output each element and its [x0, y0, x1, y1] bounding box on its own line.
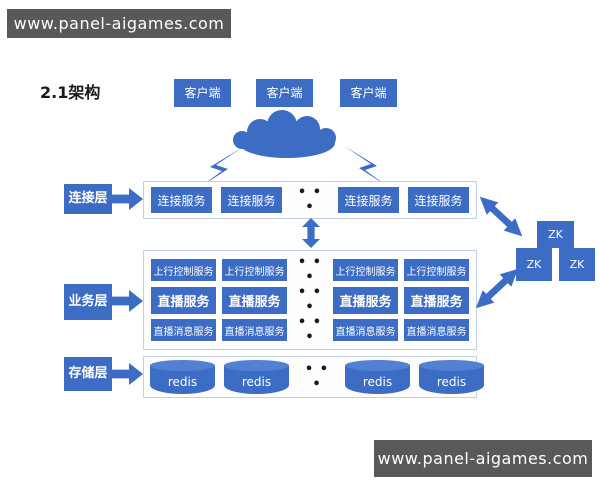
storage-layer-container: redis redis • • • redis redis	[143, 356, 484, 398]
client-box: 客户端	[340, 79, 397, 107]
redis-cylinder: redis	[224, 360, 289, 394]
cylinder-top-icon	[345, 360, 410, 371]
live-message-service-box: 直播消息服务	[151, 319, 216, 341]
zk-node-box: ZK	[559, 248, 595, 281]
ellipsis-dots: • • •	[304, 362, 330, 392]
watermark-top: www.panel-aigames.com	[7, 9, 231, 38]
live-service-box: 直播服务	[333, 286, 398, 314]
cylinder-top-icon	[224, 360, 289, 371]
zk-node-box: ZK	[537, 221, 574, 248]
redis-cylinder: redis	[345, 360, 410, 394]
live-service-box: 直播服务	[222, 286, 287, 314]
redis-cylinder: redis	[419, 360, 484, 394]
zk-node-box: ZK	[516, 248, 552, 281]
cloud-icon	[233, 110, 336, 158]
arrow-right-icon	[112, 188, 143, 210]
redis-label: redis	[436, 375, 467, 389]
business-layer-container: 上行控制服务 上行控制服务 • • • 上行控制服务 上行控制服务 直播服务 直…	[143, 250, 477, 350]
arrow-right-icon	[112, 363, 143, 385]
connection-service-box: 连接服务	[408, 187, 469, 213]
arrow-right-icon	[112, 290, 143, 312]
connection-layer-container: 连接服务 连接服务 • • • 连接服务 连接服务	[143, 181, 477, 219]
uplink-control-service-box: 上行控制服务	[222, 259, 287, 281]
uplink-control-service-box: 上行控制服务	[333, 259, 398, 281]
live-message-row: 直播消息服务 直播消息服务 • • • 直播消息服务 直播消息服务	[151, 315, 469, 345]
connection-service-box: 连接服务	[221, 187, 282, 213]
redis-cylinder: redis	[150, 360, 215, 394]
live-message-service-box: 直播消息服务	[404, 319, 469, 341]
live-service-box: 直播服务	[404, 286, 469, 314]
double-arrow-diagonal-icon	[474, 191, 528, 243]
uplink-control-service-box: 上行控制服务	[151, 259, 216, 281]
connection-service-box: 连接服务	[151, 187, 212, 213]
redis-label: redis	[167, 375, 198, 389]
cylinder-top-icon	[419, 360, 484, 371]
redis-label: redis	[362, 375, 393, 389]
uplink-control-service-box: 上行控制服务	[404, 259, 469, 281]
layer-label-connection: 连接层	[64, 184, 112, 214]
cylinder-top-icon	[150, 360, 215, 371]
client-box: 客户端	[256, 79, 313, 107]
connection-service-box: 连接服务	[338, 187, 399, 213]
layer-label-business: 业务层	[64, 284, 112, 320]
ellipsis-dots: • • •	[297, 315, 323, 345]
page-title: 2.1架构	[40, 83, 101, 102]
double-arrow-vertical-icon	[302, 218, 320, 248]
live-service-box: 直播服务	[151, 286, 216, 314]
layer-label-storage: 存储层	[64, 357, 112, 391]
live-service-row: 直播服务 直播服务 • • • 直播服务 直播服务	[151, 285, 469, 315]
lightning-icon	[200, 147, 243, 187]
watermark-bottom: www.panel-aigames.com	[374, 440, 592, 477]
client-box: 客户端	[174, 79, 231, 107]
ellipsis-dots: • • •	[297, 255, 323, 285]
live-message-service-box: 直播消息服务	[222, 319, 287, 341]
lightning-icon	[344, 146, 387, 186]
ellipsis-dots: • • •	[297, 285, 323, 315]
uplink-control-row: 上行控制服务 上行控制服务 • • • 上行控制服务 上行控制服务	[151, 255, 469, 285]
live-message-service-box: 直播消息服务	[333, 319, 398, 341]
ellipsis-dots: • • •	[297, 185, 323, 215]
redis-label: redis	[241, 375, 272, 389]
